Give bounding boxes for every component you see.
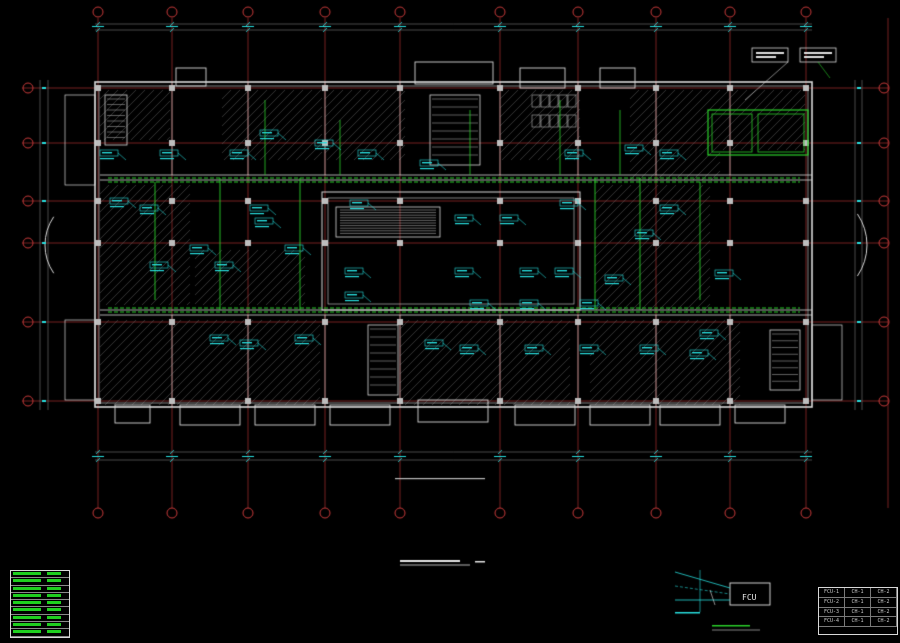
schedule-cell: CH-1	[845, 597, 871, 607]
legend-row	[11, 629, 69, 637]
legend-value-swatch	[47, 579, 61, 583]
schedule-cell: FCU-1	[819, 588, 845, 597]
legend-value-swatch	[47, 630, 61, 634]
legend-value-swatch	[47, 623, 61, 627]
legend-key-swatch	[13, 601, 41, 605]
legend-key-swatch	[13, 623, 41, 627]
legend-value-swatch	[47, 601, 61, 605]
legend-row	[11, 600, 69, 608]
legend-table	[10, 570, 70, 638]
schedule-cell: CH-1	[845, 607, 871, 617]
legend-row	[11, 607, 69, 615]
legend-row	[11, 578, 69, 586]
schedule-cell: CH-1	[845, 617, 871, 627]
schedule-cell: CH-2	[871, 607, 897, 617]
legend-row	[11, 571, 69, 579]
fcu-label: FCU	[742, 593, 757, 602]
schedule-cell: FCU-2	[819, 597, 845, 607]
legend-key-swatch	[13, 586, 41, 590]
legend-key-swatch	[13, 593, 41, 597]
legend-key-swatch	[13, 630, 41, 634]
legend-row	[11, 615, 69, 623]
legend-value-swatch	[47, 593, 61, 597]
legend-row	[11, 586, 69, 593]
legend-key-swatch	[13, 608, 41, 612]
legend-value-swatch	[47, 586, 61, 590]
schedule-cell: CH-2	[871, 597, 897, 607]
schedule-cell: FCU-3	[819, 607, 845, 617]
legend-value-swatch	[47, 572, 61, 575]
legend-value-swatch	[47, 615, 61, 619]
schedule-cell: CH-2	[871, 588, 897, 597]
legend-row	[11, 593, 69, 601]
schedule-cell: CH-2	[871, 617, 897, 627]
legend-row	[11, 622, 69, 630]
legend-key-swatch	[13, 615, 41, 619]
legend-key-swatch	[13, 572, 41, 575]
legend-value-swatch	[47, 608, 61, 612]
schedule-cell: CH-1	[845, 588, 871, 597]
legend-key-swatch	[13, 579, 41, 583]
schedule-cell: FCU-4	[819, 617, 845, 627]
